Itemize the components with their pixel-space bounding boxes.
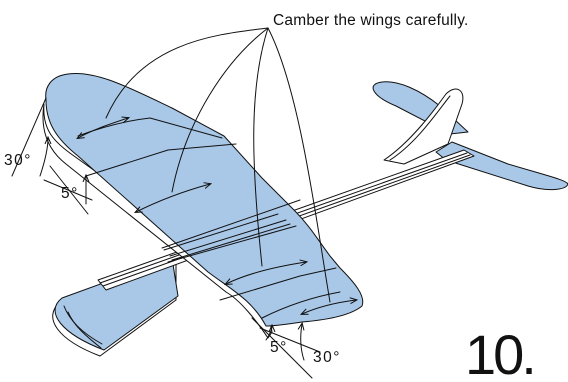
angle-label-left-lower: 5°: [61, 185, 79, 202]
angle-label-bottom-inner: 5°: [270, 339, 288, 356]
angle-label-bottom-outer: 30°: [313, 349, 341, 366]
angle-arc-5-bottom: [265, 326, 272, 341]
leader-line-1: [105, 27, 269, 119]
angle-guides-bottom: [251, 317, 321, 379]
rear-wing: [52, 257, 179, 357]
stabilizer-near-half: [435, 141, 568, 191]
leader-line-3: [253, 27, 269, 267]
camber-arrows: [78, 118, 356, 314]
angle-arc-30-bottom: [301, 324, 305, 361]
leader-lines: [105, 27, 331, 303]
camber-arrow-4: [302, 300, 356, 314]
caption-text: Camber the wings carefully.: [273, 12, 469, 29]
camber-arrow-1: [78, 118, 128, 138]
center-joint-line-1: [163, 213, 279, 251]
angle-arc-30-left: [39, 138, 48, 177]
leader-line-4: [267, 27, 331, 303]
camber-arrow-3: [226, 262, 306, 284]
center-joint-line-2: [169, 219, 287, 257]
angle-guides-left: [11, 97, 93, 215]
angle-label-left-upper: 30°: [4, 152, 32, 169]
inner-panel-joint-left: [85, 143, 237, 177]
rear-wing-left-panel: [54, 257, 179, 351]
step-number: 10.: [465, 323, 534, 382]
vertical-fin: [383, 88, 464, 165]
center-joint-line-3: [171, 223, 291, 261]
leader-line-2: [171, 27, 269, 193]
camber-arrow-2: [136, 184, 210, 212]
